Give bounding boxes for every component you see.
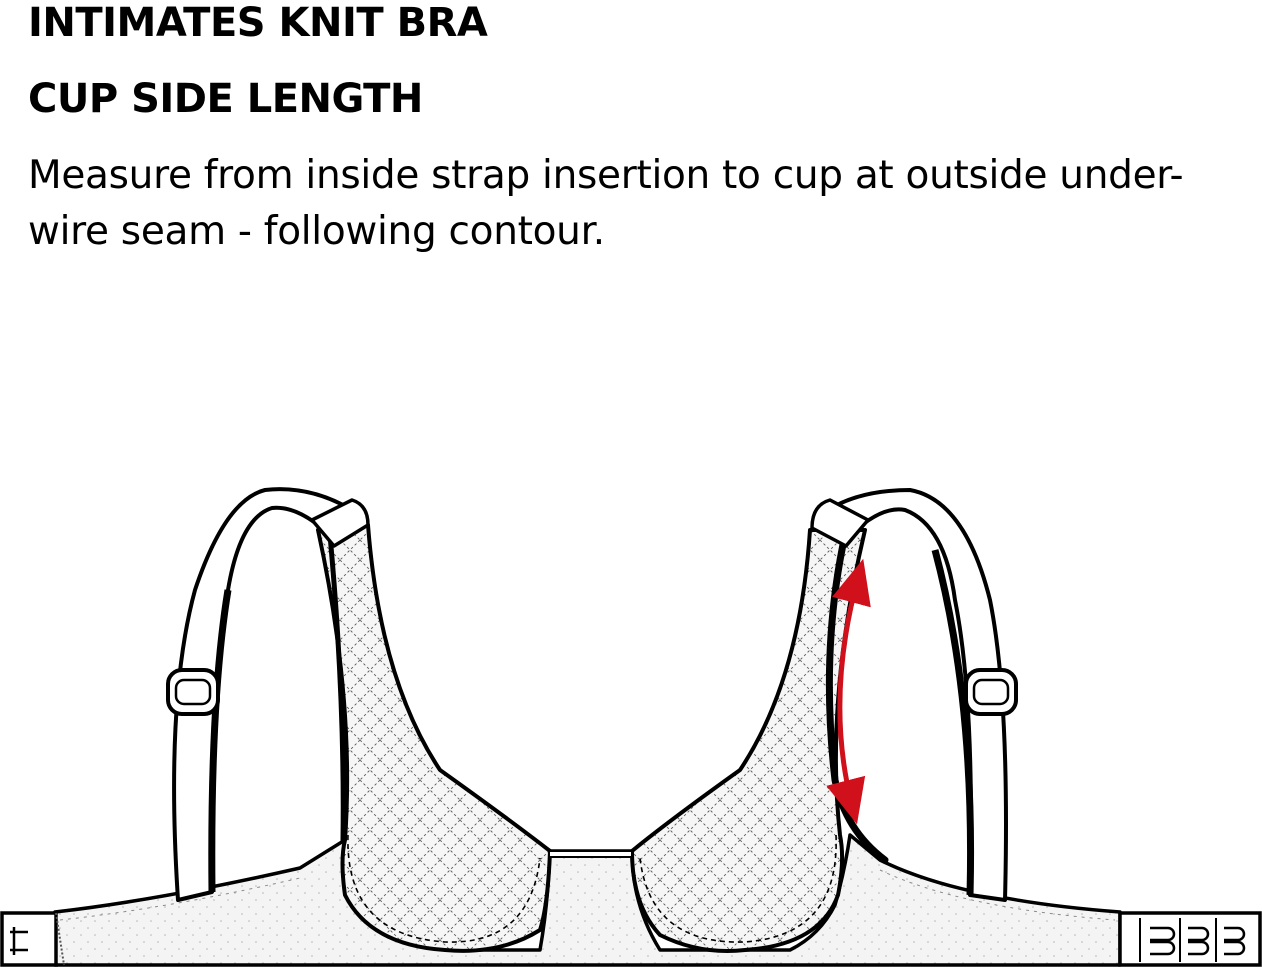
left-cup [316, 523, 552, 953]
right-cup-underwire-stitch [639, 834, 837, 943]
left-strap-adjuster-icon [166, 668, 220, 716]
page-title: INTIMATES KNIT BRA [28, 0, 488, 46]
cup-side-length-arrow [826, 558, 871, 825]
right-strap-adjuster-icon [964, 668, 1018, 716]
instruction-line-1: Measure from inside strap insertion to c… [28, 153, 1184, 198]
eye-tape-icon [0, 911, 65, 967]
measurement-instruction: Measure from inside strap insertion to c… [28, 148, 1243, 260]
center-gore [548, 850, 633, 858]
right-strap-insertion [810, 498, 870, 548]
left-cup-underwire-stitch [347, 834, 541, 943]
measurement-name: CUP SIDE LENGTH [28, 76, 423, 122]
left-strap-insertion [310, 498, 370, 548]
hook-tape-icon [1118, 911, 1262, 967]
instruction-line-2: wire seam - following contour. [28, 209, 605, 254]
